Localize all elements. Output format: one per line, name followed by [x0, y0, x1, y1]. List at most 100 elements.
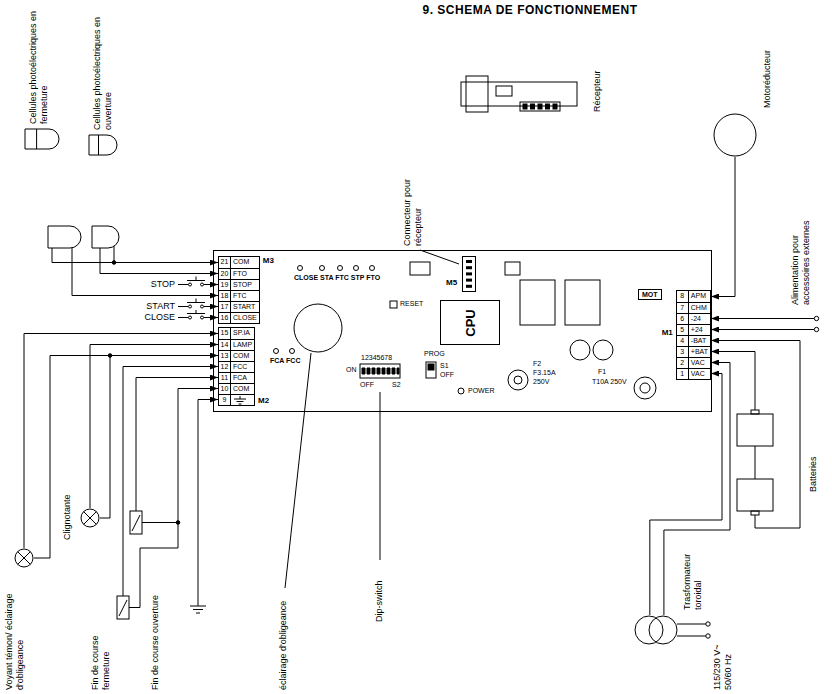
motor-circle — [714, 114, 756, 156]
terminal: 18FTC — [219, 290, 259, 301]
led — [370, 266, 375, 271]
pushbutton-symbol — [187, 299, 205, 303]
switch-lead — [136, 505, 137, 511]
terminal-dot — [814, 316, 818, 320]
switch-contact — [201, 316, 204, 319]
limit-switch: Fin de course ouverture — [128, 505, 144, 540]
signal-name: FTC — [231, 291, 251, 301]
junction-dot — [176, 521, 180, 525]
device-label: Fin de course ouverture — [150, 565, 161, 690]
receiver-pin — [546, 104, 550, 109]
wire — [204, 317, 218, 318]
gear-motor: Motoréducteur — [713, 113, 757, 157]
flashing-lamp-symbol — [80, 508, 100, 528]
receiver-board-symbol — [460, 72, 578, 116]
terminal-block: 8APM7CHM6-245+244-BAT3+BAT2VAC1VACM1 — [676, 290, 711, 380]
silk-label: S1 — [440, 362, 449, 369]
device-label: Voyant témon/ éclairage d'obligeance — [4, 578, 26, 690]
silk-label: S2 — [392, 381, 401, 388]
component — [410, 262, 430, 275]
device-label: Fin de course fermeture — [90, 598, 112, 690]
photocell: Cellules photoélectriques en ouverture — [88, 134, 118, 156]
terminal-number: 8 — [677, 291, 689, 302]
switch-lever — [119, 600, 127, 616]
connector-name: MOT — [642, 291, 658, 298]
leader-line — [380, 392, 381, 560]
device-label: Motoréducteur — [762, 13, 773, 108]
cpu-chip: CPU — [440, 300, 500, 345]
terminal: 5+24 — [677, 324, 710, 335]
wire — [100, 248, 218, 274]
pushbutton-symbol — [187, 310, 205, 314]
silk-label: F2 — [533, 360, 541, 367]
terminal: 7CHM — [677, 302, 710, 313]
flashing-lamp: Clignotante — [80, 508, 100, 528]
switch-lead — [129, 607, 131, 608]
wire-connector — [90, 345, 218, 509]
wire — [72, 248, 218, 296]
signal-name: COM — [231, 351, 251, 361]
led — [298, 266, 303, 271]
terminal: 8APM — [677, 291, 710, 302]
photocell-lens — [36, 129, 37, 149]
relay — [565, 280, 600, 325]
receiver-board: Récepteur — [460, 72, 578, 116]
component — [505, 262, 520, 275]
terminal-number: 15 — [219, 328, 231, 339]
device-label: Batteries — [808, 422, 819, 492]
terminal: 15SP.IA — [219, 328, 254, 339]
silk-label: 250V — [533, 378, 549, 385]
receiver-board-outline — [461, 76, 577, 112]
photocell-outline — [89, 135, 117, 155]
leader-line — [420, 250, 459, 264]
connector-pin — [466, 272, 472, 275]
wire — [52, 248, 218, 263]
terminal-number: 17 — [219, 302, 231, 312]
pushbutton-symbol — [187, 277, 205, 281]
fuse — [640, 383, 650, 393]
terminal-number: 21 — [219, 257, 231, 268]
switch-contact — [189, 316, 192, 319]
terminal: 13COM — [219, 350, 254, 361]
capacitor — [570, 340, 590, 360]
terminal-number: 18 — [219, 291, 231, 301]
silk-label: T10A 250V — [592, 378, 627, 385]
earth-lines — [234, 396, 246, 404]
dip-switch-body — [360, 364, 400, 378]
prog-switch-lever — [428, 364, 434, 370]
signal-name: SP.IA — [231, 328, 252, 339]
signal-name: +24 — [689, 325, 709, 335]
battery-cell — [737, 414, 773, 446]
connector-pin — [466, 260, 472, 263]
terminal-number: 13 — [219, 351, 231, 361]
flashing-lamp-outline — [81, 509, 99, 527]
terminal: 1VAC — [677, 368, 710, 379]
terminal: 21COM — [219, 257, 259, 268]
photocell-symbol — [48, 226, 81, 248]
receiver-pin — [531, 104, 535, 109]
courtesy-lamp-symbol — [14, 548, 34, 568]
terminal: 3+BAT — [677, 346, 710, 357]
lamp-cross — [18, 552, 31, 565]
terminal-number: 12 — [219, 362, 231, 372]
leader-line — [285, 353, 311, 588]
courtesy-lamp: Voyant témon/ éclairage d'obligeance — [14, 548, 34, 568]
wire-connector — [711, 352, 755, 411]
device-label: Cellules photoélectriques en ouverture — [92, 8, 114, 130]
led — [320, 266, 325, 271]
terminal-number: 20 — [219, 269, 231, 279]
connector-name: M5 — [446, 279, 457, 287]
relay-component — [294, 304, 342, 352]
limit-switch: Fin de course fermeture — [115, 590, 131, 625]
terminal: 14LAMP — [219, 339, 254, 350]
signal-name: CHM — [689, 303, 709, 313]
photocell-symbol — [92, 226, 119, 248]
wire — [677, 636, 706, 637]
connector-pin — [466, 279, 472, 282]
limit-switch-symbol — [115, 590, 131, 625]
terminal-block-name: M1 — [662, 329, 673, 337]
switch-contact — [189, 305, 192, 308]
silk-label: ON — [346, 366, 357, 373]
batteries-outline — [737, 410, 773, 515]
